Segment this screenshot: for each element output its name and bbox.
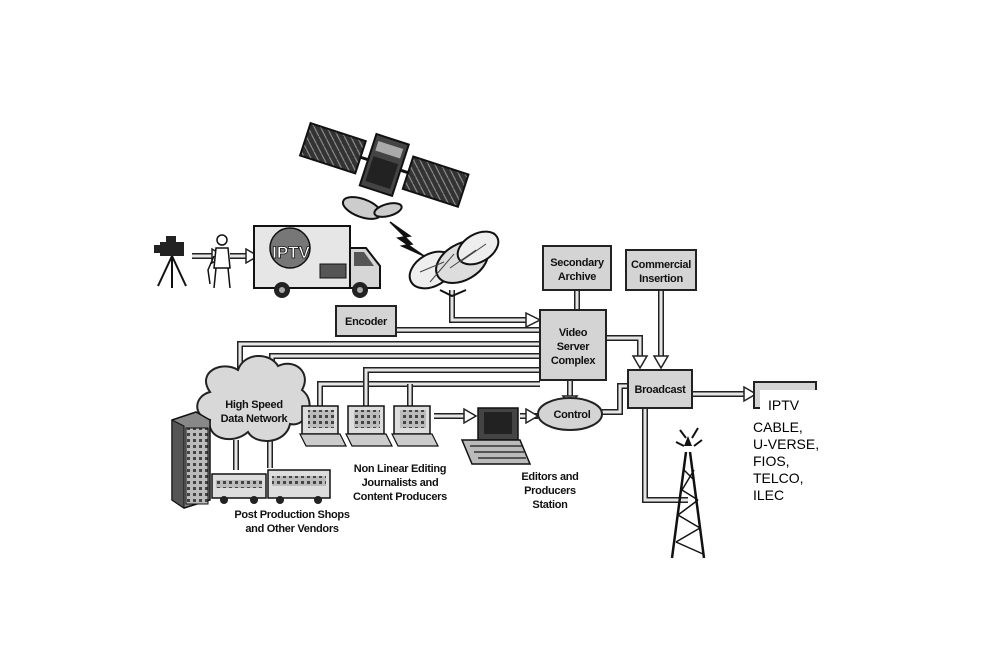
destination-cable: CABLE, [753, 419, 803, 435]
control-label: Control [553, 409, 590, 421]
network-line-2: Data Network [221, 413, 289, 425]
network-line-1: High Speed [225, 399, 283, 411]
post-production-line-1: Post Production Shops [234, 509, 349, 521]
nonlinear-caption-line-3: Content Producers [353, 491, 447, 503]
satellite-dish-icon [408, 230, 500, 298]
destination-uverse: U-VERSE, [753, 436, 819, 452]
iptv-output-box [753, 381, 818, 414]
connection-lines [192, 253, 744, 503]
data-network-cloud: High Speed Data Network [196, 355, 311, 443]
editors-caption-line-2: Producers [524, 485, 576, 497]
destination-telco: TELCO, [753, 470, 804, 486]
secondary-archive-line-1: Secondary [550, 257, 605, 269]
signal-bolt-icon [389, 221, 425, 257]
satellite-icon [298, 121, 470, 220]
secondary-archive-line-2: Archive [558, 271, 596, 283]
destination-ilec: ILEC [753, 487, 784, 503]
office-building-icon [171, 411, 211, 509]
video-server-line-2: Server [557, 341, 590, 353]
truck-logo: IPTV [272, 243, 310, 262]
reporter-icon [207, 234, 231, 289]
editing-workstations-icon [299, 405, 439, 447]
post-production-line-2: and Other Vendors [245, 523, 338, 535]
post-production-icon [211, 469, 331, 504]
news-truck-icon: IPTV [253, 225, 381, 298]
video-server-line-1: Video [559, 327, 588, 339]
editors-station-icon [460, 407, 532, 465]
encoder-box: Encoder [335, 305, 397, 337]
control-ellipse: Control [537, 397, 603, 431]
destination-list: CABLE, U-VERSE, FIOS, TELCO, ILEC [753, 419, 819, 503]
commercial-insertion-box: Commercial Insertion [625, 249, 697, 291]
editors-caption-line-3: Station [532, 499, 568, 511]
post-production-caption: Post Production Shops and Other Vendors [234, 509, 350, 535]
nonlinear-editing-caption: Non Linear Editing Journalists and Conte… [353, 463, 447, 503]
video-server-line-3: Complex [551, 355, 597, 367]
commercial-insertion-line-1: Commercial [631, 259, 691, 271]
secondary-archive-box: Secondary Archive [542, 245, 612, 291]
broadcast-box: Broadcast [627, 369, 693, 409]
camera-icon [154, 236, 187, 288]
nonlinear-caption-line-2: Journalists and [362, 477, 439, 489]
broadcast-tower-icon [670, 427, 706, 559]
video-server-box: Video Server Complex [539, 309, 607, 381]
nonlinear-caption-line-1: Non Linear Editing [354, 463, 446, 475]
encoder-label: Encoder [345, 316, 388, 328]
editors-caption: Editors and Producers Station [521, 471, 579, 511]
commercial-insertion-line-2: Insertion [639, 273, 683, 285]
broadcast-label: Broadcast [634, 384, 686, 396]
destination-fios: FIOS, [753, 453, 790, 469]
editors-caption-line-1: Editors and [521, 471, 578, 483]
iptv-label: IPTV [768, 397, 800, 413]
